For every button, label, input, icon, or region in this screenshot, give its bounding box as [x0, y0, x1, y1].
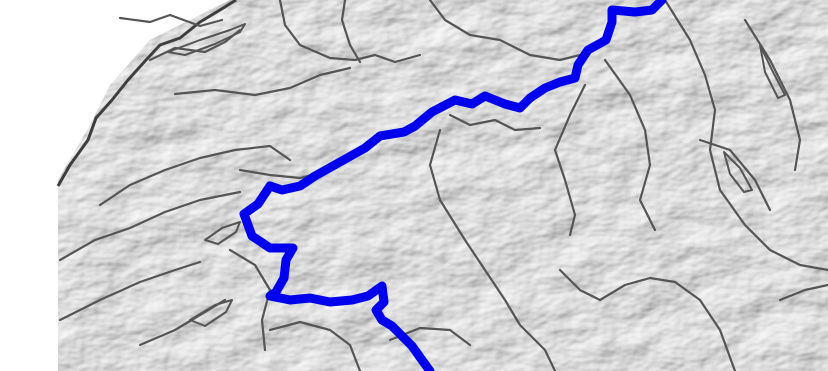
highlighted-route	[239, 0, 667, 371]
country-border	[56, 0, 237, 187]
lake-outlines	[167, 23, 786, 327]
